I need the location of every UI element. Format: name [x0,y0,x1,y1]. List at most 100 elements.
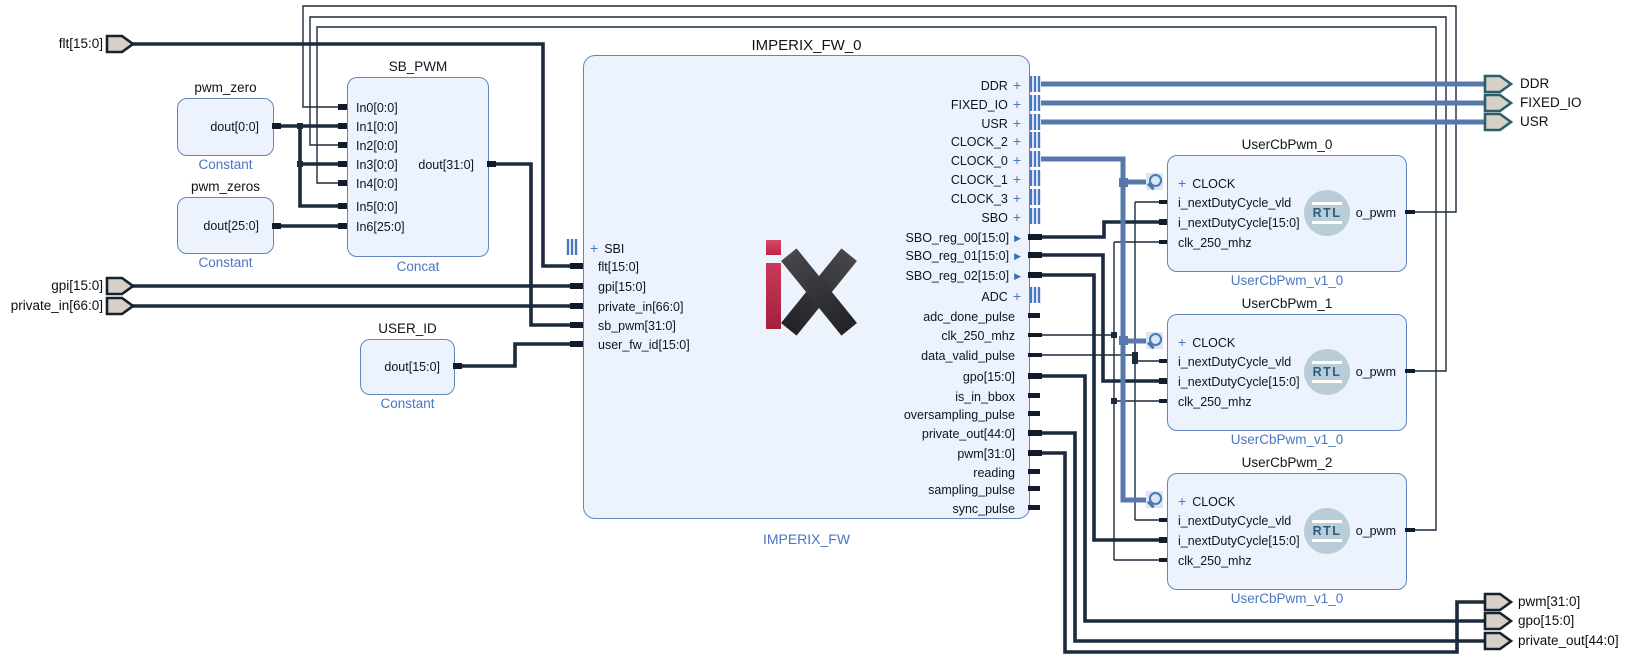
magnifier-icon[interactable] [1146,332,1163,349]
pin-sbi[interactable]: +SBI [590,240,625,256]
pin-clock-3[interactable]: CLOCK_3+ [950,190,1021,206]
pin-private-in[interactable]: private_in[66:0] [598,300,684,314]
expand-plus-icon[interactable]: + [1012,115,1021,131]
pin-in5[interactable]: In5[0:0] [356,200,398,214]
expand-plus-icon[interactable]: + [1178,493,1187,509]
pin-i-nextdutycycle[interactable]: i_nextDutyCycle[15:0] [1178,216,1300,230]
pin-clk-250-mhz[interactable]: clk_250_mhz [941,329,1015,343]
pin-clock-1[interactable]: CLOCK_1+ [950,171,1021,187]
input-port-private-in[interactable] [105,296,136,316]
pin-sync-pulse[interactable]: sync_pulse [952,502,1015,516]
pin-i-nextdutycycle-vld[interactable]: i_nextDutyCycle_vld [1178,196,1292,210]
reg-marker-icon: ▶ [1014,251,1021,261]
expand-plus-icon[interactable]: + [1178,175,1187,191]
magnifier-icon[interactable] [1146,491,1163,508]
output-port-fixed-io[interactable] [1483,93,1514,113]
pin-clock[interactable]: +CLOCK [1178,493,1236,509]
pin-sbo-reg-00[interactable]: SBO_reg_00[15:0]▶ [905,231,1021,245]
block-type-label: UserCbPwm_v1_0 [1230,273,1344,288]
reg-marker-icon: ▶ [1014,233,1021,243]
pin-ddr[interactable]: DDR+ [980,77,1021,93]
output-port-label-ddr: DDR [1520,76,1550,91]
expand-plus-icon[interactable]: + [1012,152,1021,168]
pin-i-nextdutycycle-vld[interactable]: i_nextDutyCycle_vld [1178,355,1292,369]
pin-clock[interactable]: +CLOCK [1178,334,1236,350]
expand-plus-icon[interactable]: + [1012,171,1021,187]
pin-adc-done-pulse[interactable]: adc_done_pulse [923,310,1015,324]
pin-sbo-reg-02[interactable]: SBO_reg_02[15:0]▶ [905,269,1021,283]
pin-private-out[interactable]: private_out[44:0] [921,427,1015,441]
pin-user-fw-id[interactable]: user_fw_id[15:0] [598,338,690,352]
pin-flt[interactable]: flt[15:0] [598,260,639,274]
pin-i-nextdutycycle[interactable]: i_nextDutyCycle[15:0] [1178,375,1300,389]
pin-sbo[interactable]: SBO+ [981,209,1021,225]
pin-in1[interactable]: In1[0:0] [356,120,398,134]
pin-dout[interactable]: dout[0:0] [210,120,259,134]
expand-plus-icon[interactable]: + [1012,96,1021,112]
block-sb-pwm-concat[interactable]: SB_PWM In0[0:0] In1[0:0] In2[0:0] In3[0:… [347,59,489,274]
pin-in2[interactable]: In2[0:0] [356,139,398,153]
pin-sampling-pulse[interactable]: sampling_pulse [928,483,1015,497]
expand-plus-icon[interactable]: + [1012,209,1021,225]
logo-i-stem [766,263,781,329]
pin-gpo[interactable]: gpo[15:0] [962,370,1015,384]
pin-in3[interactable]: In3[0:0] [356,158,398,172]
pin-is-in-bbox[interactable]: is_in_bbox [955,390,1015,404]
expand-plus-icon[interactable]: + [1012,190,1021,206]
block-pwm-zero[interactable]: pwm_zero dout[0:0] Constant [177,80,274,172]
sbi-hash-icon [566,239,578,255]
logo-x [781,248,857,336]
pin-pwm[interactable]: pwm[31:0] [957,447,1015,461]
pin-usr[interactable]: USR+ [981,115,1021,131]
input-port-gpi[interactable] [105,276,136,296]
pin-adc[interactable]: ADC+ [981,288,1021,304]
pin-clock[interactable]: +CLOCK [1178,175,1236,191]
expand-plus-icon[interactable]: + [1178,334,1187,350]
pin-clk-250-mhz[interactable]: clk_250_mhz [1178,395,1252,409]
magnifier-icon[interactable] [1146,173,1163,190]
pin-o-pwm[interactable]: o_pwm [1355,524,1396,538]
pin-clock-0[interactable]: CLOCK_0+ [950,152,1021,168]
output-port-usr[interactable] [1483,112,1514,132]
pin-gpi[interactable]: gpi[15:0] [598,280,646,294]
pin-in0[interactable]: In0[0:0] [356,101,398,115]
pin-sbo-reg-01[interactable]: SBO_reg_01[15:0]▶ [905,249,1021,263]
pin-in6[interactable]: In6[25:0] [356,220,405,234]
block-usercbpwm-0[interactable]: UserCbPwm_0 +CLOCK i_nextDutyCycle_vld i… [1167,137,1407,288]
pin-i-nextdutycycle[interactable]: i_nextDutyCycle[15:0] [1178,534,1300,548]
pin-fixed-io[interactable]: FIXED_IO+ [950,96,1021,112]
pin-dout[interactable]: dout[31:0] [418,158,474,172]
pin-i-nextdutycycle-vld[interactable]: i_nextDutyCycle_vld [1178,514,1292,528]
expand-plus-icon[interactable]: + [1012,77,1021,93]
output-port-pwm[interactable] [1483,592,1514,612]
pin-dout[interactable]: dout[25:0] [203,219,259,233]
block-type-label: Constant [380,396,435,411]
expand-plus-icon[interactable]: + [1012,133,1021,149]
pin-oversampling-pulse[interactable]: oversampling_pulse [903,408,1015,422]
net-concat-dout-sb-pwm [487,162,583,327]
pin-clk-250-mhz[interactable]: clk_250_mhz [1178,236,1252,250]
output-port-ddr[interactable] [1483,74,1514,94]
block-pwm-zeros[interactable]: pwm_zeros dout[25:0] Constant [177,179,274,270]
reg-marker-icon: ▶ [1014,271,1021,281]
output-port-private-out[interactable] [1483,631,1514,651]
pin-o-pwm[interactable]: o_pwm [1355,365,1396,379]
block-usercbpwm-1[interactable]: UserCbPwm_1 +CLOCK i_nextDutyCycle_vld i… [1167,296,1407,447]
pin-data-valid-pulse[interactable]: data_valid_pulse [921,349,1015,363]
pin-reading[interactable]: reading [973,466,1015,480]
pin-sb-pwm[interactable]: sb_pwm[31:0] [598,319,676,333]
pin-clk-250-mhz[interactable]: clk_250_mhz [1178,554,1252,568]
pin-clock-2[interactable]: CLOCK_2+ [950,133,1021,149]
output-port-gpo[interactable] [1483,611,1514,631]
input-port-flt[interactable] [105,34,136,54]
pin-in4[interactable]: In4[0:0] [356,177,398,191]
expand-plus-icon[interactable]: + [590,240,599,256]
pin-dout[interactable]: dout[15:0] [384,360,440,374]
block-title: UserCbPwm_0 [1241,137,1333,152]
expand-plus-icon[interactable]: + [1012,288,1021,304]
input-port-label-flt: flt[15:0] [58,36,103,51]
pin-o-pwm[interactable]: o_pwm [1355,206,1396,220]
block-usercbpwm-2[interactable]: UserCbPwm_2 +CLOCK i_nextDutyCycle_vld i… [1167,455,1407,606]
block-user-id[interactable]: USER_ID dout[15:0] Constant [360,321,455,411]
